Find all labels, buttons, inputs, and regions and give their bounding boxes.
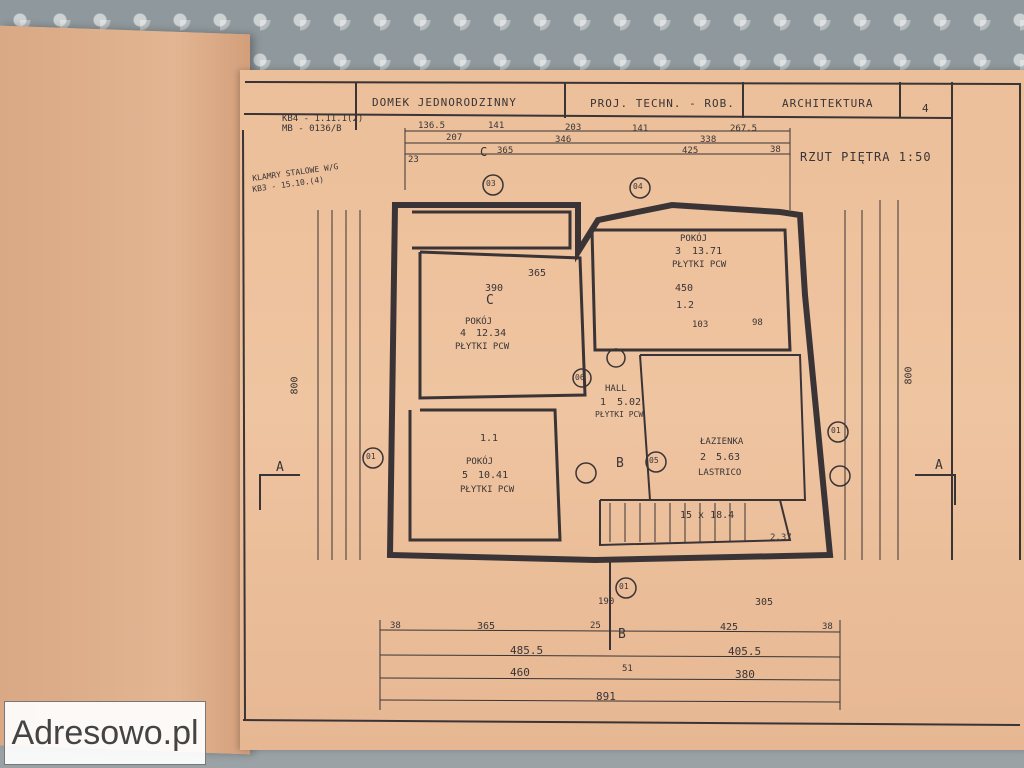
room-4-area: 12.34	[476, 328, 507, 339]
plan-title: RZUT PIĘTRA 1:50	[800, 150, 932, 164]
room-4-no: 4	[460, 328, 467, 339]
circle-marks	[362, 174, 851, 599]
dim-right-total: 800	[903, 366, 915, 385]
room-1-no: 1	[600, 397, 607, 408]
dim-bottom-8: 460	[510, 666, 530, 679]
dim-int-5: 103	[692, 320, 709, 330]
sheet-section: ARCHITEKTURA	[782, 97, 874, 110]
dim-bottom-6: 485.5	[510, 644, 544, 657]
dim-top-1: 136.5	[418, 121, 446, 131]
side-dimension-lines	[317, 200, 899, 710]
section-c-top: C	[480, 145, 488, 159]
dim-int-6: 98	[752, 318, 763, 328]
dim-top-2: 141	[488, 121, 505, 131]
dim-top-3: 203	[565, 123, 582, 133]
dim-top-10: 365	[497, 146, 514, 156]
top-dimension-lines	[404, 128, 791, 210]
circle-label-2: 04	[633, 182, 643, 191]
room-2-area: 5.63	[716, 452, 741, 463]
room-3-no: 3	[675, 246, 682, 257]
dim-int-7: 1.1	[480, 433, 499, 444]
section-markers	[259, 474, 956, 650]
room-3-area: 13.71	[692, 246, 723, 257]
sheet-proj: PROJ. TECHN. - ROB.	[590, 97, 735, 110]
dim-top-7: 346	[555, 135, 572, 145]
dim-int-4: 1.2	[676, 300, 695, 311]
dim-bottom-9: 51	[622, 664, 633, 674]
dim-top-8: 338	[700, 135, 717, 145]
sheet-code-top: KB4 - 1.11.1(2)	[282, 114, 364, 124]
room-1-floor: PŁYTKI PCW	[595, 410, 644, 419]
dim-bottom-total: 891	[596, 690, 616, 703]
dim-left-total: 800	[289, 376, 301, 395]
dim-top-6: 207	[446, 133, 463, 143]
section-b-bottom: B	[618, 627, 626, 642]
dim-top-12: 38	[770, 145, 781, 155]
dim-int-9: 2.37	[770, 533, 792, 543]
circle-label-6: 01	[831, 426, 841, 435]
sheet-title: DOMEK JEDNORODZINNY	[372, 96, 517, 109]
room-5-name: POKÓJ	[466, 457, 494, 467]
dim-int-8: 15 x 18.4	[680, 510, 735, 521]
circle-label-3: 01	[366, 452, 376, 461]
circle-label-1: 03	[486, 179, 496, 188]
sheet-page-number: 4	[922, 102, 929, 115]
sheet-code-bottom: MB - 0136/B	[282, 124, 342, 134]
section-b-mid: B	[616, 456, 624, 471]
dim-top-4: 141	[632, 124, 649, 134]
dim-top-9: 23	[408, 155, 419, 165]
room-1-area: 5.02	[617, 397, 642, 408]
dim-int-3: 450	[675, 283, 694, 294]
circle-label-5: 05	[649, 456, 659, 465]
room-3-name: POKÓJ	[680, 234, 708, 244]
room-5-no: 5	[462, 470, 469, 481]
section-a-left: A	[276, 460, 284, 475]
room-5-floor: PŁYTKI PCW	[460, 485, 515, 495]
sheet-border	[242, 81, 1021, 726]
dim-below-1: 190	[598, 597, 615, 607]
dim-int-2: 365	[528, 268, 547, 279]
room-2-floor: LASTRICO	[698, 468, 742, 478]
circle-label-7: 01	[619, 582, 629, 591]
dim-bottom-1: 38	[390, 621, 401, 631]
watermark-logo: Adresowo.pl	[4, 701, 206, 765]
room-4-name: POKÓJ	[465, 317, 493, 327]
plan-walls	[386, 201, 834, 564]
room-5-area: 10.41	[478, 470, 509, 481]
room-4-floor: PŁYTKI PCW	[455, 342, 510, 352]
dim-bottom-7: 405.5	[728, 645, 762, 658]
dim-top-11: 425	[682, 146, 699, 156]
circle-label-4: 06	[575, 373, 585, 382]
room-1-name: HALL	[605, 384, 627, 394]
dim-int-1: 390	[485, 283, 504, 294]
dim-bottom-5: 38	[822, 622, 833, 632]
dim-below-2: 305	[755, 597, 774, 608]
dim-bottom-2: 365	[477, 621, 496, 632]
drawing-sheet	[240, 70, 1024, 750]
dim-bottom-10: 380	[735, 668, 755, 681]
dim-top-5: 267.5	[730, 124, 758, 134]
dim-bottom-4: 425	[720, 622, 739, 633]
room-2-name: ŁAZIENKA	[700, 437, 744, 447]
room-3-floor: PŁYTKI PCW	[672, 260, 727, 270]
section-c-mid: C	[486, 293, 494, 308]
dim-bottom-3: 25	[590, 621, 601, 631]
room-2-no: 2	[700, 452, 707, 463]
section-a-right: A	[935, 458, 943, 473]
